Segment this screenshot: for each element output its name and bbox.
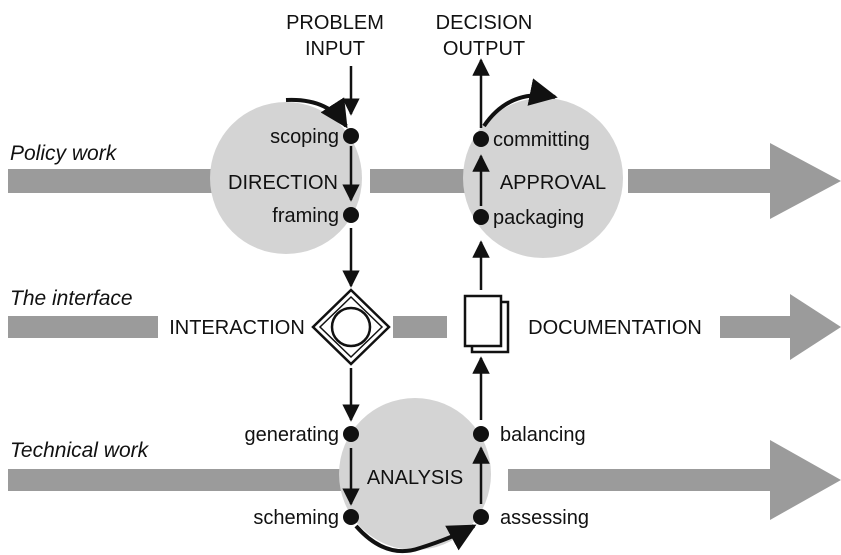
interface-band	[8, 294, 841, 360]
analysis-curve-arrow	[354, 524, 477, 554]
lane-label-technical: Technical work	[10, 439, 150, 462]
stage-documentation: DOCUMENTATION	[528, 317, 702, 339]
step-balancing: balancing	[500, 424, 586, 446]
technical-band	[8, 440, 841, 520]
decision-output-label-line1: DECISION	[436, 12, 533, 34]
diamond-circle-icon	[311, 288, 391, 366]
step-scheming: scheming	[253, 507, 339, 529]
interface-band-segment	[393, 316, 447, 338]
step-committing: committing	[493, 129, 590, 151]
step-assessing: assessing	[500, 507, 589, 529]
policy-band-segment	[370, 169, 466, 193]
step-scoping: scoping	[270, 126, 339, 148]
scheming-dot	[343, 509, 359, 525]
policy-band	[8, 143, 841, 219]
scoping-dot	[343, 128, 359, 144]
problem-input-label-line1: PROBLEM	[286, 12, 384, 34]
interface-band-segment	[8, 316, 158, 338]
decision-output-label-line2: OUTPUT	[443, 38, 525, 60]
approval-curve-arrow	[482, 78, 558, 128]
framing-dot	[343, 207, 359, 223]
step-framing: framing	[272, 205, 339, 227]
problem-input-label-line2: INPUT	[305, 38, 365, 60]
technical-band-arrow	[508, 440, 841, 520]
step-packaging: packaging	[493, 207, 584, 229]
committing-dot	[473, 131, 489, 147]
packaging-dot	[473, 209, 489, 225]
step-generating: generating	[244, 424, 339, 446]
stage-analysis: ANALYSIS	[367, 467, 463, 489]
lane-label-policy: Policy work	[10, 142, 118, 165]
document-stack-icon	[463, 294, 510, 354]
analysis-circle	[339, 398, 491, 550]
direction-curve-arrow	[285, 97, 348, 129]
balancing-dot	[473, 426, 489, 442]
stage-interaction: INTERACTION	[169, 317, 305, 339]
policy-band-segment	[8, 169, 212, 193]
assessing-dot	[473, 509, 489, 525]
stage-direction: DIRECTION	[228, 172, 338, 194]
approval-circle	[463, 98, 623, 258]
lane-label-interface: The interface	[10, 287, 133, 310]
direction-circle	[210, 102, 362, 254]
stage-approval: APPROVAL	[500, 172, 606, 194]
policy-band-arrow	[628, 143, 841, 219]
generating-dot	[343, 426, 359, 442]
technical-band-segment	[8, 469, 344, 491]
interface-band-arrow	[720, 294, 841, 360]
